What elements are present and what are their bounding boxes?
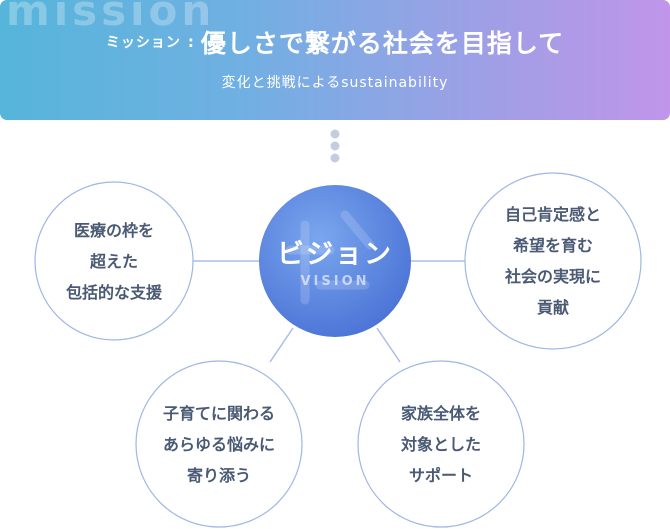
vision-pattern-icon [285,210,375,305]
circle-top-right [464,172,642,350]
circle-text-bottom-left: 子育てに関わる あらゆる悩みに 寄り添う [139,398,299,491]
mission-subtitle: 変化と挑戦によるsustainability [221,75,449,91]
connector-dot [330,129,340,139]
connector-dot [330,141,340,151]
mission-watermark: mission [6,0,216,35]
circle-text-bottom-right: 家族全体を 対象とした サポート [361,398,521,491]
text-line: 子育てに関わる [162,404,275,423]
text-line: 希望を育む [512,236,593,255]
mission-banner: mission ミッション: 優しさで繋がる社会を目指して 変化と挑戦によるsus… [0,0,670,120]
vision-subtitle: VISION [300,274,370,289]
circle-text-top-left: 医療の枠を 超えた 包括的な支援 [34,215,194,308]
circle-top-left [34,181,194,341]
text-line: 医療の枠を [73,221,154,240]
mission-title: 優しさで繋がる社会を目指して [200,29,565,58]
text-line: 貢献 [536,298,569,317]
connector-dot [330,153,340,163]
circle-text-top-right: 自己肯定感と 希望を育む 社会の実現に 貢献 [473,199,633,323]
circle-bottom-left [135,360,303,528]
mission-title-row: ミッション: 優しさで繋がる社会を目指して [0,24,670,60]
mission-colon: : [187,33,194,51]
text-line: 家族全体を [400,404,481,423]
text-line: サポート [408,466,473,485]
mission-label: ミッション [105,35,181,51]
connector-line-bottom-right [376,327,401,363]
text-line: 対象とした [400,435,481,454]
text-line: あらゆる悩みに [162,435,275,454]
connector-line-bottom-left [269,327,294,363]
vision-center-circle [259,185,411,337]
text-line: 社会の実現に [504,267,601,286]
text-line: 超えた [89,252,138,271]
text-line: 寄り添う [186,466,251,485]
text-line: 自己肯定感と [504,205,601,224]
text-line: 包括的な支援 [65,283,162,302]
circle-bottom-right [357,360,525,528]
vision-title: ビジョン [277,239,393,270]
